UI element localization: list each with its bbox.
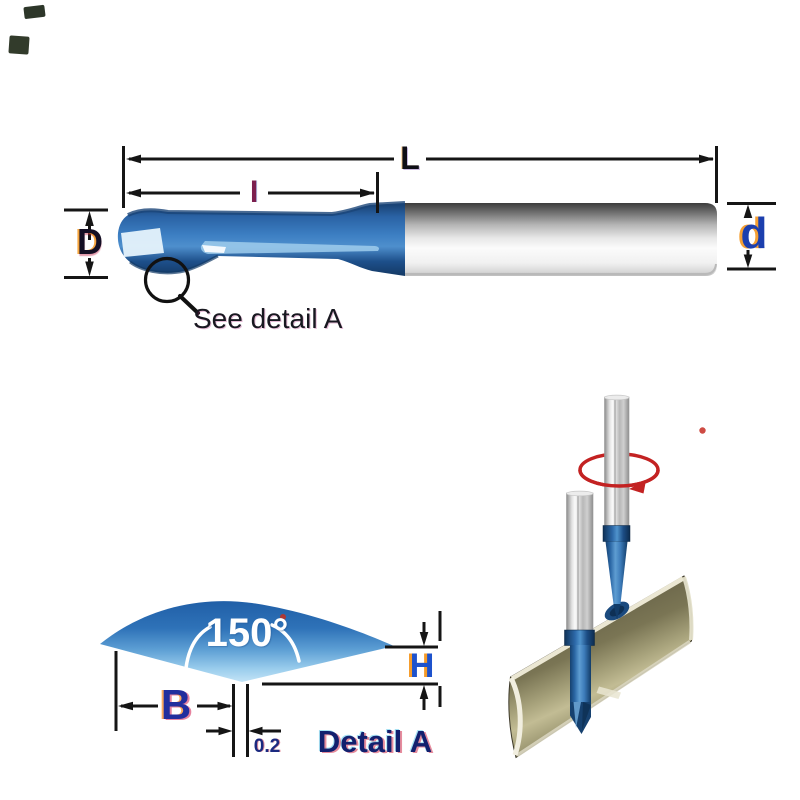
shank — [405, 203, 717, 276]
front-tool-shank-top — [566, 490, 594, 497]
rotation-arrow-front — [578, 469, 660, 488]
cutting-length-label: l — [250, 176, 258, 209]
workpiece-right-rim — [682, 576, 694, 641]
back-tool-shank — [604, 396, 630, 528]
back-tool-cutter — [602, 525, 631, 621]
workpiece-bottom-rim — [516, 640, 691, 757]
detail-title: Detail A — [318, 724, 432, 759]
arrowhead-down — [419, 632, 429, 646]
front-tool-tip-highlight — [573, 702, 581, 728]
tip-profile — [100, 601, 394, 682]
back-tool-collar — [602, 525, 631, 542]
workpiece-glint — [596, 686, 621, 699]
arrowhead-down — [85, 261, 94, 277]
engraving-tool-front — [564, 490, 595, 734]
degree-red-speck — [280, 614, 286, 620]
workpiece-top-rim — [510, 576, 685, 681]
arrowhead-up — [419, 685, 429, 699]
cutting-head-glint — [202, 245, 226, 253]
detail-callout: See detail A — [143, 256, 343, 334]
back-tool-tip — [613, 604, 621, 620]
arrowhead-left — [248, 726, 263, 736]
front-facet — [121, 228, 164, 257]
arrowhead-up — [85, 211, 94, 226]
red-speck — [699, 427, 706, 434]
cutting-head-bottom-edge — [129, 254, 219, 275]
angle-arc-left — [184, 625, 212, 670]
cutting-diameter-dimension: D — [64, 208, 108, 279]
arrowhead-right — [360, 188, 375, 198]
cutting-head-highlight — [200, 241, 379, 254]
cutting-head — [117, 203, 405, 276]
shank-bottom-edge — [405, 263, 717, 275]
artifact-mark-2 — [8, 35, 30, 55]
tip-width-dimension: B — [114, 651, 233, 731]
front-tool-tip-flute — [582, 702, 591, 730]
overall-length-dimension: L — [122, 140, 718, 208]
tip-width-label: B — [161, 681, 191, 728]
arrowhead-left — [126, 188, 141, 198]
tip-height-dimension: H — [262, 611, 442, 710]
see-detail-label: See detail A — [193, 303, 343, 334]
cutting-length-dimension: l — [126, 172, 379, 213]
engraving-tool-back — [604, 394, 630, 528]
arrowhead-left — [118, 701, 133, 711]
artifact-mark-1 — [23, 4, 46, 19]
tip-height-label: H — [410, 647, 435, 685]
tip-flat-label: 0.2 — [254, 736, 280, 757]
workpiece-left-cap — [508, 676, 523, 756]
tip-flat-dimension: 0.2 — [206, 684, 281, 757]
arrowhead-down — [743, 254, 753, 268]
cutting-head-top-edge — [127, 201, 406, 217]
tool-side-view — [117, 201, 717, 276]
front-tool-collar — [564, 629, 595, 646]
detail-callout-circle — [143, 256, 191, 304]
workpiece — [508, 575, 694, 759]
front-tool-shank — [566, 492, 594, 633]
arrowhead-right — [217, 701, 233, 711]
application-illustration — [508, 394, 706, 759]
shank-diameter-label: d — [741, 209, 768, 258]
cutting-diameter-label: D — [77, 221, 103, 262]
overall-length-label: L — [400, 140, 420, 176]
back-tool-shank-top — [604, 394, 630, 401]
arrowhead-left — [126, 154, 141, 164]
tip-angle-label: 150° — [206, 611, 289, 655]
arrowhead-up — [743, 204, 753, 218]
back-tool-cone — [605, 541, 628, 604]
front-tool-cylinder — [570, 645, 591, 702]
shank-diameter-dimension: d — [727, 202, 776, 271]
arrowhead-right — [699, 154, 714, 164]
rotation-arrowhead — [629, 480, 646, 494]
corner-artifact-marks — [8, 4, 46, 55]
detail-callout-leader — [178, 294, 200, 315]
angle-arc-right — [270, 623, 301, 663]
arrowhead-right — [218, 726, 233, 736]
detail-a-view: 150° H B — [100, 601, 442, 759]
